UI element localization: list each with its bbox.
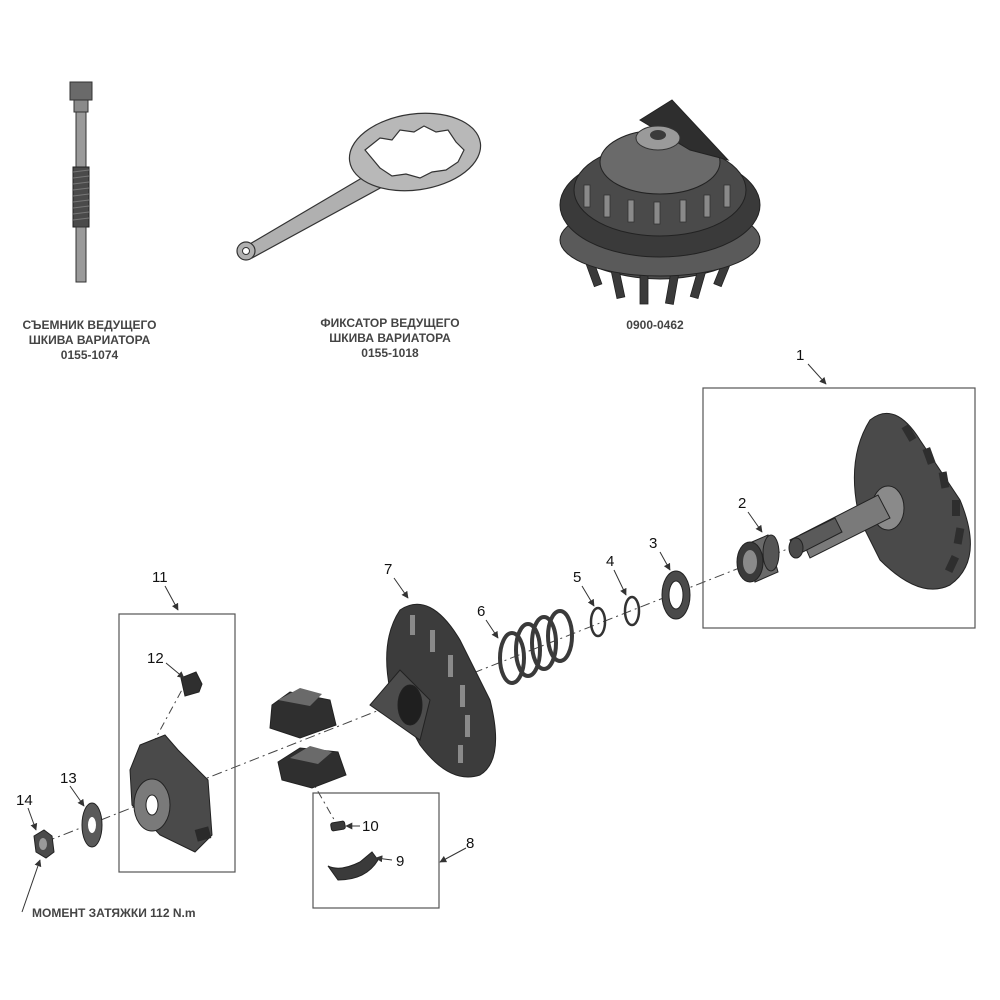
callout-3: 3 — [649, 535, 657, 552]
leader-lines — [21, 363, 827, 913]
callout-numbers: 1 2 3 4 5 6 7 8 9 10 11 12 13 14 — [16, 347, 804, 870]
part-2-bushing — [736, 534, 780, 583]
puller-caption: СЪЕМНИК ВЕДУЩЕГО ШКИВА ВАРИАТОРА 0155-10… — [12, 318, 167, 363]
holder-tool — [236, 112, 482, 261]
assembly-caption: 0900-0462 — [600, 318, 710, 333]
holder-caption: ФИКСАТОР ВЕДУЩЕГО ШКИВА ВАРИАТОРА 0155-1… — [305, 316, 475, 361]
callout-11: 11 — [152, 569, 168, 586]
callout-13: 13 — [60, 770, 77, 787]
holder-caption-line2: ШКИВА ВАРИАТОРА — [329, 331, 451, 345]
part-1-fixed-sheave — [788, 412, 971, 590]
torque-note: МОМЕНТ ЗАТЯЖКИ 112 N.m — [32, 906, 196, 920]
callout-10: 10 — [362, 818, 379, 835]
frame-group-8 — [312, 792, 440, 909]
callout-4: 4 — [606, 553, 614, 570]
assembly-part-number: 0900-0462 — [626, 318, 684, 332]
callout-9: 9 — [396, 853, 404, 870]
part-3-seal — [661, 570, 691, 620]
assembly-pulley — [559, 99, 761, 305]
callout-14: 14 — [16, 792, 33, 809]
callout-6: 6 — [477, 603, 485, 620]
part-4-ring — [623, 595, 641, 627]
puller-caption-line2: ШКИВА ВАРИАТОРА — [28, 333, 151, 347]
part-5-ring — [589, 606, 607, 638]
part-13-washer — [81, 802, 103, 848]
holder-caption-line1: ФИКСАТОР ВЕДУЩЕГО — [320, 316, 460, 330]
callout-1: 1 — [796, 347, 804, 364]
callout-5: 5 — [573, 569, 581, 586]
holder-part-number: 0155-1018 — [361, 346, 419, 360]
puller-tool — [69, 81, 93, 283]
puller-caption-line1: СЪЕМНИК ВЕДУЩЕГО — [22, 318, 157, 332]
part-9-slider — [327, 851, 379, 881]
part-7-movable-sheave — [369, 603, 497, 778]
part-8-roller-blocks — [269, 688, 347, 789]
puller-part-number: 0155-1074 — [60, 348, 119, 362]
callout-8: 8 — [466, 835, 474, 852]
part-14-nut — [33, 829, 55, 859]
part-10-pin — [330, 820, 346, 832]
callout-2: 2 — [738, 495, 746, 512]
part-11-spider — [129, 734, 213, 853]
part-6-spring — [498, 609, 574, 685]
callout-7: 7 — [384, 561, 392, 578]
frame-group-1 — [702, 387, 976, 629]
frame-group-11 — [118, 613, 236, 873]
part-12-block — [180, 671, 203, 697]
callout-12: 12 — [147, 650, 164, 667]
